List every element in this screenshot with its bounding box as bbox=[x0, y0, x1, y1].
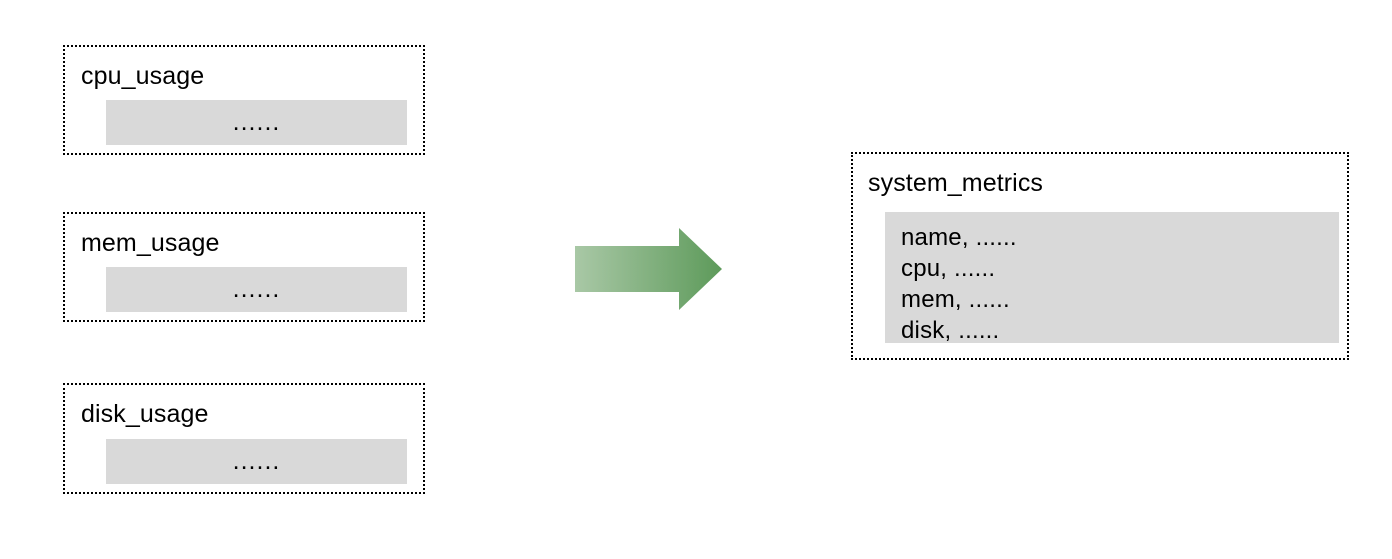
entity-box-disk-usage[interactable]: disk_usage ...... bbox=[63, 383, 425, 494]
entity-title-system-metrics: system_metrics bbox=[868, 169, 1044, 197]
field-row: cpu, ...... bbox=[901, 255, 996, 282]
entity-box-cpu-usage[interactable]: cpu_usage ...... bbox=[63, 45, 425, 155]
entity-title-cpu-usage: cpu_usage bbox=[81, 62, 205, 90]
merge-arrow-container bbox=[572, 224, 724, 314]
entity-title-mem-usage: mem_usage bbox=[81, 229, 220, 257]
entity-body-cpu-usage: ...... bbox=[106, 100, 407, 145]
field-row: mem, ...... bbox=[901, 286, 1010, 313]
entity-body-system-metrics: name, ...... cpu, ...... mem, ...... dis… bbox=[885, 212, 1339, 344]
field-row: disk, ...... bbox=[901, 317, 1000, 344]
entity-body-mem-usage: ...... bbox=[106, 267, 407, 312]
right-arrow-icon bbox=[575, 228, 722, 310]
entity-title-disk-usage: disk_usage bbox=[81, 400, 209, 428]
field-row: name, ...... bbox=[901, 224, 1017, 251]
entity-box-system-metrics[interactable]: system_metrics name, ...... cpu, ...... … bbox=[851, 152, 1349, 360]
entity-body-disk-usage: ...... bbox=[106, 439, 407, 484]
entity-box-mem-usage[interactable]: mem_usage ...... bbox=[63, 212, 425, 322]
